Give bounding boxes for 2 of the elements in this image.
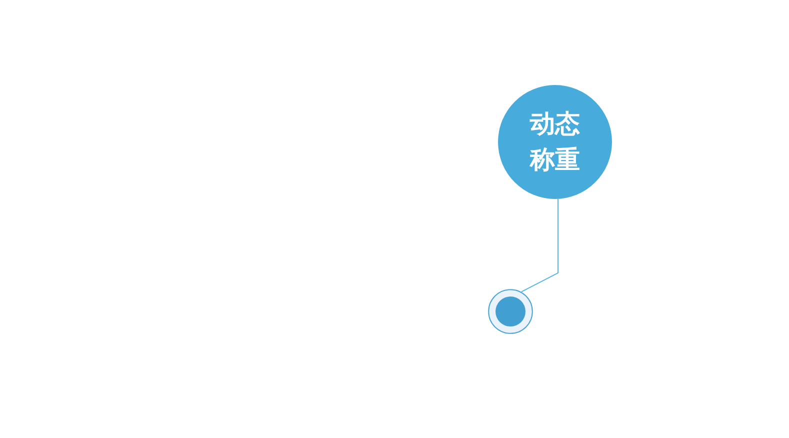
node-label: 动态称重 xyxy=(529,108,581,176)
connector-line xyxy=(520,198,558,292)
